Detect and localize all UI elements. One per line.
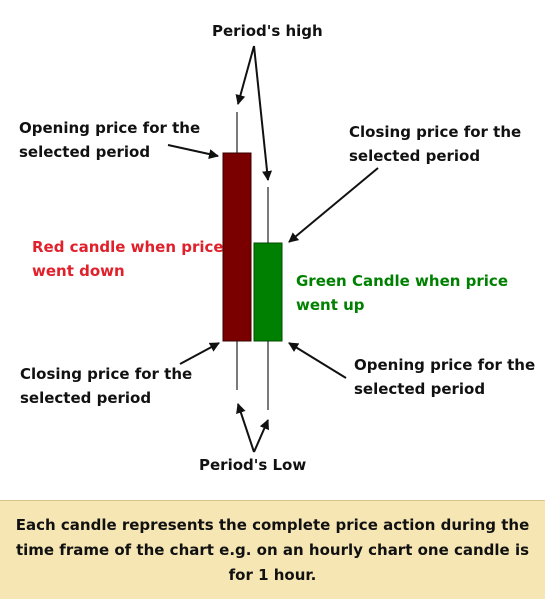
- label-opening-price-left: Opening price for the selected period: [19, 119, 201, 161]
- label-closing-price-right: Closing price for the selected period: [349, 123, 522, 165]
- green-candle-body: [253, 242, 283, 342]
- caption-text: Each candle represents the complete pric…: [15, 515, 530, 584]
- label-period-low: Period's Low: [199, 456, 307, 474]
- red-candle-body: [222, 152, 252, 342]
- arrow-low-to-red: [236, 403, 255, 453]
- label-green-candle: Green Candle when price went up: [296, 272, 508, 314]
- arrow-closing-left: [179, 342, 220, 365]
- label-opening-price-right: Opening price for the selected period: [354, 356, 536, 398]
- label-closing-price-left: Closing price for the selected period: [20, 365, 193, 407]
- arrow-low-to-green: [253, 419, 269, 453]
- arrow-opening-left: [167, 144, 219, 159]
- label-red-candle: Red candle when price went down: [32, 238, 224, 280]
- arrow-high-to-green: [253, 45, 273, 181]
- caption-box: Each candle represents the complete pric…: [0, 500, 545, 599]
- arrow-high-to-red: [235, 45, 255, 105]
- arrow-opening-right: [288, 342, 347, 379]
- label-period-high: Period's high: [212, 22, 323, 40]
- arrow-closing-right: [288, 167, 379, 243]
